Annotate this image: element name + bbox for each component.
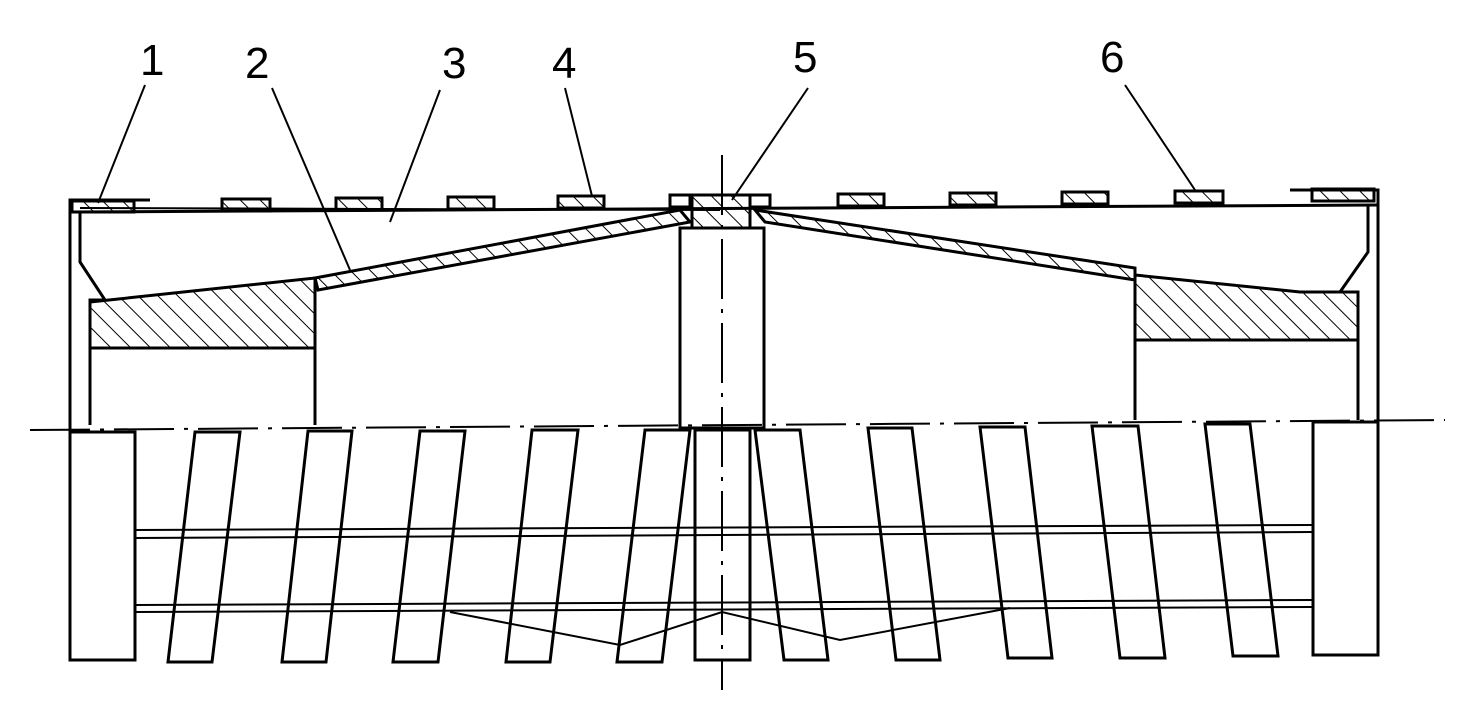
leader-3 (389, 89, 441, 223)
label-1: 1 (140, 36, 164, 85)
lower-blade-8 (978, 425, 1054, 660)
hub-cap-left (668, 193, 692, 209)
lower-blade-6 (753, 428, 830, 662)
lower-blade-1 (166, 430, 242, 664)
lower-blade-5 (615, 428, 692, 664)
blade-6 (836, 192, 886, 208)
lower-blade-4 (504, 428, 580, 664)
blade-10 (1310, 187, 1376, 203)
blade-7 (948, 191, 998, 207)
tie-rod-4 (134, 606, 1314, 613)
hub-cap-right (748, 193, 772, 209)
label-6: 6 (1100, 33, 1124, 82)
left-rim-block (88, 276, 317, 350)
label-2: 2 (245, 39, 269, 88)
left-cone-plate (313, 208, 693, 292)
lower-hub (693, 428, 752, 662)
blade-3 (334, 196, 384, 212)
leader-5 (731, 87, 809, 201)
lower-blade-cascade (68, 420, 1380, 664)
horizontal-centerline (29, 419, 1446, 431)
hub-body (678, 226, 766, 430)
hub-top (690, 193, 752, 230)
label-4: 4 (552, 39, 576, 88)
part-labels: 1 2 3 4 5 6 (140, 33, 1124, 88)
blade-5 (556, 194, 606, 210)
lower-right-end (1311, 420, 1380, 657)
leader-lines (97, 84, 1196, 271)
label-5: 5 (793, 33, 817, 82)
leader-1 (97, 84, 146, 204)
right-rim-block (1133, 273, 1360, 342)
leader-6 (1124, 84, 1196, 191)
blade-8 (1060, 190, 1110, 206)
lower-web-line (449, 607, 1011, 647)
leader-4 (564, 87, 593, 197)
lower-blade-2 (280, 429, 354, 664)
lower-blade-3 (391, 429, 467, 664)
right-cone-plate (751, 207, 1137, 282)
blade-1 (70, 199, 136, 214)
blade-4 (446, 195, 496, 211)
tie-rod-3 (134, 599, 1314, 606)
lower-blade-7 (866, 426, 942, 662)
lower-blade-10 (1203, 422, 1280, 658)
blade-2 (220, 197, 272, 213)
lower-blade-9 (1090, 424, 1167, 660)
label-3: 3 (442, 39, 466, 88)
lower-left-end (68, 430, 137, 662)
blade-9 (1173, 189, 1225, 205)
top-blades (70, 187, 1376, 214)
leader-2 (271, 87, 351, 271)
tie-rod-1 (134, 524, 1314, 531)
top-skin-inner-left (79, 207, 721, 211)
tie-rod-2 (134, 531, 1314, 539)
